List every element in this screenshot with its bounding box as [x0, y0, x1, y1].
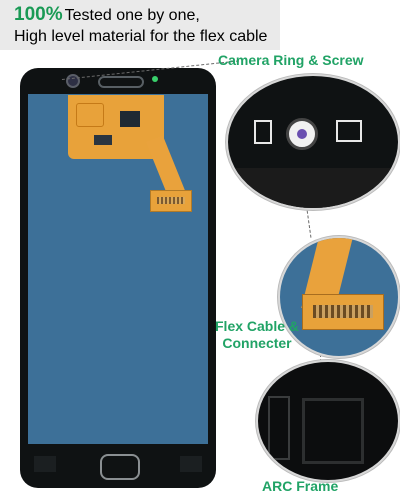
screw-hole-right [336, 120, 362, 142]
banner-highlight: 100% [14, 4, 63, 25]
connector-line-flex [306, 205, 312, 238]
banner-line-1-text: Tested one by one, [64, 7, 200, 24]
zoom-camera-ring [226, 74, 400, 210]
sensor-dot-icon [152, 76, 158, 82]
lcd-assembly [20, 68, 216, 488]
driver-chip [120, 111, 140, 127]
frame-edge [228, 168, 398, 208]
home-button-icon [100, 454, 140, 480]
callout-flex-line-2: Connecter [222, 335, 292, 351]
touch-key-right [180, 456, 202, 472]
pcb-trace [76, 103, 104, 127]
driver-board [68, 95, 164, 159]
callout-arc-frame: ARC Frame [262, 478, 339, 494]
earpiece-speaker [98, 76, 144, 88]
arc-frame-edge [268, 396, 290, 460]
screw-hole-left [254, 120, 272, 144]
callout-flex-cable: Flex Cable & Connecter [215, 318, 299, 352]
touch-key-left [34, 456, 56, 472]
feature-banner: 100%Tested one by one, High level materi… [0, 0, 280, 50]
display-panel [28, 94, 208, 444]
driver-chip-small [94, 135, 112, 145]
zoom-arc-frame [256, 360, 400, 482]
callout-camera-ring: Camera Ring & Screw [218, 52, 364, 68]
connector-line-arc [320, 354, 321, 362]
camera-ring-icon [286, 118, 318, 150]
flex-connector-detail [302, 294, 384, 330]
callout-flex-line-1: Flex Cable & [215, 318, 300, 334]
banner-line-2: High level material for the flex cable [14, 28, 268, 45]
banner-line-1: 100%Tested one by one, [14, 4, 200, 26]
arc-frame-corner [302, 398, 364, 464]
camera-lens-icon [66, 74, 80, 88]
flex-connector [150, 190, 192, 212]
zoom-flex-cable [278, 236, 400, 358]
